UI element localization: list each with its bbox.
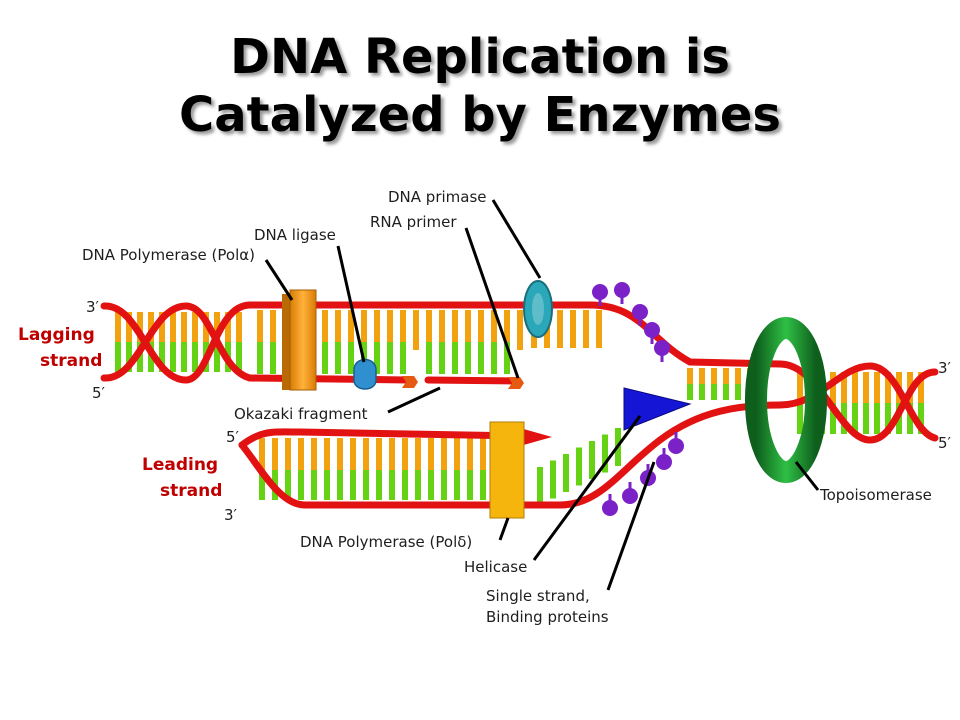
- label-topoisomerase: Topoisomerase: [819, 486, 932, 504]
- ssb-protein: [654, 340, 670, 356]
- ssb-protein: [668, 438, 684, 454]
- ssb-protein: [644, 322, 660, 338]
- leading-3prime: 3′: [224, 506, 238, 524]
- polymerase-delta: [489, 421, 525, 519]
- rna-primers: [402, 376, 524, 389]
- enzyme-labels: DNA primase RNA primer DNA ligase DNA Po…: [82, 188, 932, 626]
- left-helix: [100, 301, 254, 384]
- leading-helix-strand-a: [238, 428, 524, 449]
- leading-strand-arrowhead: [520, 428, 552, 446]
- okazaki-segments: [246, 374, 520, 385]
- ligase: [353, 358, 377, 390]
- leading-strand-label-1: Leading: [142, 455, 218, 475]
- ssb-protein: [622, 488, 638, 504]
- ssb-proteins: [592, 282, 684, 516]
- leading-helix-strand-b: [238, 401, 784, 509]
- right-5prime: 5′: [938, 434, 952, 452]
- leading-helix: [238, 401, 784, 509]
- label-ssb-line-1: Single strand,: [486, 587, 590, 605]
- helicase: [623, 387, 692, 431]
- lagging-3prime: 3′: [86, 298, 100, 316]
- label-pol-delta: DNA Polymerase (Polδ): [300, 533, 472, 551]
- label-dna-ligase: DNA ligase: [254, 226, 336, 244]
- left-helix-strand-a: [100, 301, 254, 384]
- ssb-protein: [632, 304, 648, 320]
- lagging-5prime: 5′: [92, 384, 106, 402]
- right-3prime: 3′: [938, 359, 952, 377]
- label-helicase: Helicase: [464, 558, 527, 576]
- ssb-protein: [592, 284, 608, 300]
- okazaki-fragment-2: [424, 376, 520, 385]
- strand-labels: Lagging strand Leading strand 3′ 5′ 5′ 3…: [18, 298, 952, 524]
- left-helix-strand-b: [100, 302, 254, 382]
- title-line-1: DNA Replication is: [230, 29, 730, 85]
- leading-strand-label-2: strand: [160, 481, 222, 501]
- ssb-protein: [656, 454, 672, 470]
- lagging-strand-label-1: Lagging: [18, 325, 95, 345]
- primase: [523, 280, 553, 338]
- label-dna-primase: DNA primase: [388, 188, 487, 206]
- label-ssb-line-2: Binding proteins: [486, 608, 609, 626]
- polymerase-alpha: [282, 289, 317, 391]
- ssb-protein: [602, 500, 618, 516]
- title-line-2: Catalyzed by Enzymes: [179, 87, 781, 143]
- label-okazaki-fragment: Okazaki fragment: [234, 405, 368, 423]
- lagging-strand-label-2: strand: [40, 351, 102, 371]
- leading-5prime: 5′: [226, 428, 240, 446]
- page-title: DNA Replication is Catalyzed by Enzymes: [0, 28, 960, 144]
- ssb-protein: [614, 282, 630, 298]
- label-rna-primer: RNA primer: [370, 213, 457, 231]
- pointer-lines: [264, 199, 820, 591]
- topoisomerase: [745, 317, 827, 483]
- lagging-template-backbone: [246, 301, 784, 368]
- okazaki-fragment-1: [246, 374, 412, 384]
- label-pol-alpha: DNA Polymerase (Polα): [82, 246, 255, 264]
